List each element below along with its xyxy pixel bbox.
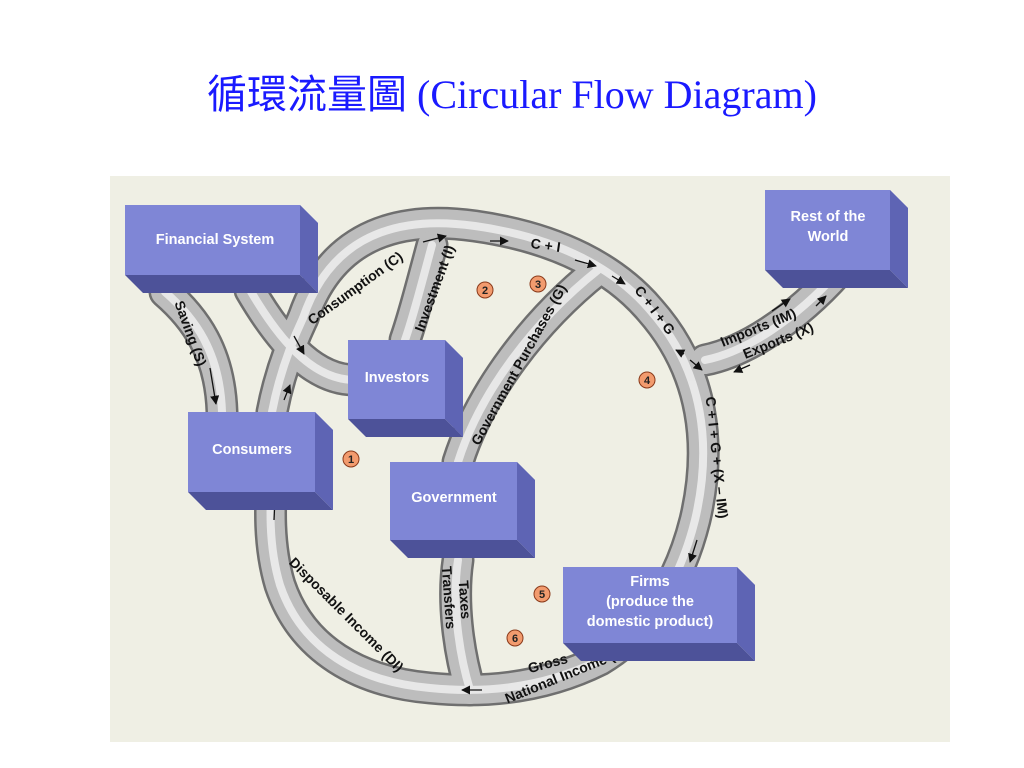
badge-1: 1 <box>348 454 354 466</box>
sector-investors: Investors <box>365 370 429 386</box>
flow-arrow-icon <box>611 275 626 285</box>
box-financial-system: Financial System <box>125 205 318 293</box>
flow-arrow-icon <box>689 359 703 371</box>
flow-arrow-icon <box>293 335 305 355</box>
numbered-circle-icon: 3 <box>529 275 547 293</box>
box-investors: Investors <box>348 340 463 437</box>
sector-rest-of-world-line2: World <box>808 229 849 245</box>
box-government: Government <box>390 462 535 558</box>
sector-government: Government <box>411 490 497 506</box>
flow-arrow-icon <box>422 233 447 243</box>
badge-2: 2 <box>482 285 488 297</box>
sector-firms-line1: Firms <box>630 574 670 590</box>
sector-firms-line2: (produce the <box>606 594 694 610</box>
slide-title: 循環流量圖 (Circular Flow Diagram) <box>207 72 817 117</box>
label-c-plus-i: C + I <box>530 235 562 255</box>
numbered-circle-icon: 6 <box>506 629 524 647</box>
label-taxes: Taxes <box>456 580 475 620</box>
flow-arrow-icon <box>771 298 791 312</box>
flow-arrow-icon <box>733 364 751 373</box>
numbered-circle-icon: 5 <box>533 585 551 603</box>
badge-4: 4 <box>644 375 651 387</box>
sector-rest-of-world-line1: Rest of the <box>791 209 866 225</box>
flow-arrow-icon <box>209 367 220 405</box>
flow-arrow-icon <box>815 295 827 307</box>
numbered-circle-icon: 1 <box>342 450 360 468</box>
badge-5: 5 <box>539 589 545 601</box>
sector-firms-line3: domestic product) <box>587 614 714 630</box>
badge-6: 6 <box>512 633 518 645</box>
numbered-badges: 1 2 3 4 5 6 <box>342 275 656 647</box>
flow-arrow-icon <box>574 259 597 269</box>
badge-3: 3 <box>535 279 541 291</box>
flow-arrow-icon <box>282 384 292 401</box>
flow-arrow-icon <box>675 349 686 358</box>
numbered-circle-icon: 2 <box>476 281 494 299</box>
box-consumers: Consumers <box>188 412 333 510</box>
label-government-purchases: Government Purchases (G) <box>468 281 570 447</box>
sector-consumers: Consumers <box>212 442 292 458</box>
numbered-circle-icon: 4 <box>638 371 656 389</box>
box-rest-of-world: Rest of the World <box>765 190 908 288</box>
box-firms: Firms (produce the domestic product) <box>563 567 755 661</box>
label-transfers: Transfers <box>439 566 459 630</box>
flow-arrow-icon <box>688 539 698 563</box>
sector-financial-system: Financial System <box>156 232 274 248</box>
